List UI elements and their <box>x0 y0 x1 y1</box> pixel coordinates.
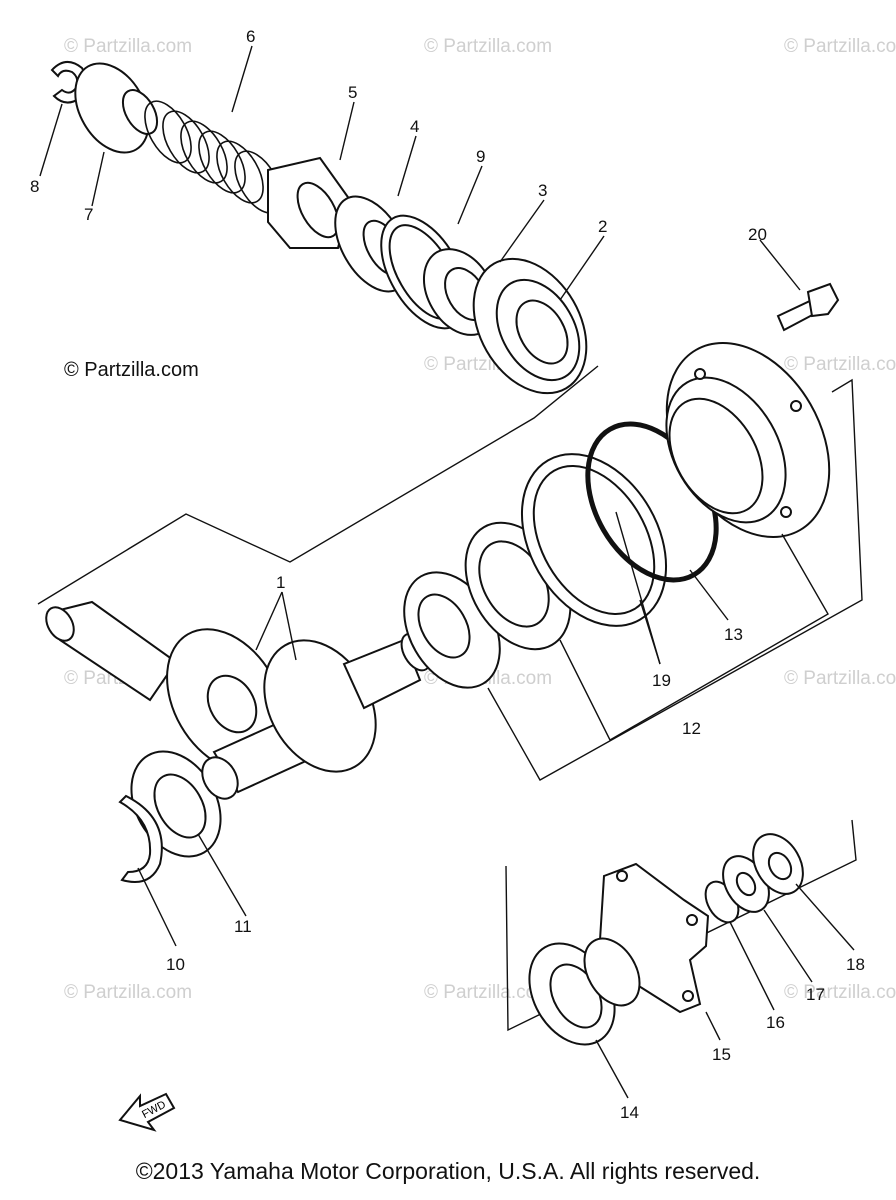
callout-4: 4 <box>410 117 419 136</box>
bracket-12 <box>487 378 863 781</box>
part-19-shims <box>520 453 668 627</box>
callout-15: 15 <box>712 1045 731 1064</box>
part-7-spring-seat <box>74 62 159 154</box>
callout-13: 13 <box>724 625 743 644</box>
bracket-12-inner <box>559 533 829 741</box>
part-1-gear-assembly <box>45 600 432 794</box>
callout-7: 7 <box>84 205 93 224</box>
callout-9: 9 <box>476 147 485 166</box>
callout-18: 18 <box>846 955 865 974</box>
part-12-housing <box>665 342 831 538</box>
callout-1: 1 <box>276 573 285 592</box>
callout-11: 11 <box>234 917 252 936</box>
part-6-spring <box>144 100 282 214</box>
watermark: © Partzilla.com <box>784 982 896 1003</box>
part-15-hub <box>583 862 710 1014</box>
callout-20: 20 <box>748 225 767 244</box>
watermark: © Partzilla.com <box>784 668 896 689</box>
leader-lines <box>39 45 855 1099</box>
watermark: © Partzilla.com <box>424 982 552 1003</box>
callout-17: 17 <box>806 985 825 1004</box>
watermark: © Partzilla.com <box>424 36 552 57</box>
watermark: © Partzilla.com <box>64 36 192 57</box>
callout-10: 10 <box>166 955 185 974</box>
part-2-bearing <box>472 257 588 395</box>
part-20-bolt <box>776 282 840 332</box>
callout-3: 3 <box>538 181 547 200</box>
callout-12: 12 <box>682 719 701 738</box>
part-5-cam <box>267 156 352 249</box>
watermark: © Partzilla.com <box>784 36 896 57</box>
fwd-arrow: FWD <box>118 1092 176 1132</box>
watermark: © Partzilla.com <box>64 982 192 1003</box>
callout-6: 6 <box>246 27 255 46</box>
bracket-1 <box>37 365 599 605</box>
callout-2: 2 <box>598 217 607 236</box>
callout-16: 16 <box>766 1013 785 1032</box>
watermark: © Partzilla.com <box>784 354 896 375</box>
callout-5: 5 <box>348 83 357 102</box>
callout-19: 19 <box>652 671 671 690</box>
part-18-nut <box>752 833 804 895</box>
copyright-notice: ©2013 Yamaha Motor Corporation, U.S.A. A… <box>135 1158 761 1184</box>
watermark-dark: © Partzilla.com <box>64 359 199 381</box>
part-10-circlip <box>118 794 163 883</box>
callout-14: 14 <box>620 1103 639 1122</box>
callouts: 6 5 4 9 3 2 20 8 7 1 13 19 12 11 10 14 1… <box>30 27 865 1122</box>
callout-8: 8 <box>30 177 39 196</box>
